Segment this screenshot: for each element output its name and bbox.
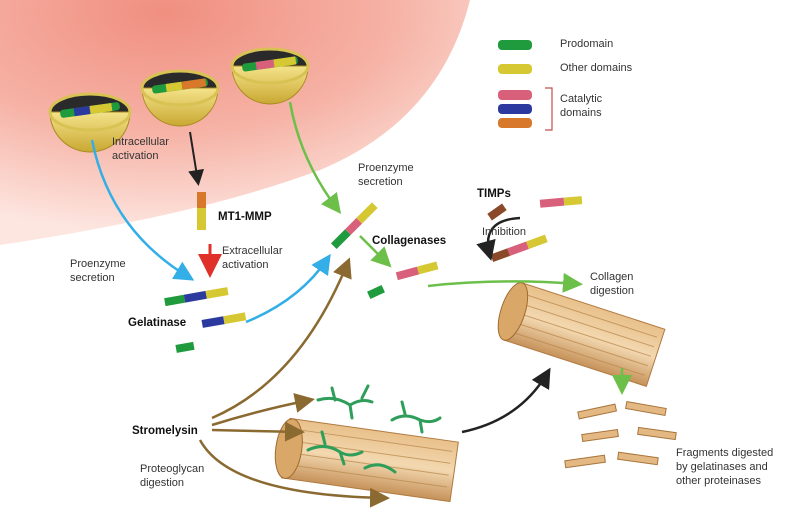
timps-molecules [487,196,583,263]
label-proenzyme-secretion-mid: Proenzyme secretion [358,162,414,190]
proteoglycan-branches [306,384,442,474]
collagen-fibril-bottom [274,417,459,503]
arrow-inhibition [476,216,521,261]
arrow-fibril-to-collagen [461,367,551,434]
vesicle-3 [230,47,310,105]
collagenase-enzymes [330,202,439,300]
label-collagenases: Collagenases [372,235,447,247]
legend-catalytic-line1: Catalytic [560,93,603,105]
legend-catalytic-domains: Catalytic domains [560,93,602,121]
arrow-stromelysin-up [211,257,352,420]
proteoglycan-line1: Proteoglycan [140,463,205,475]
label-fragments: Fragments digested by gelatinases and ot… [676,447,773,488]
arrow-stromelysin-fibril [211,421,305,442]
collagen-line2: digestion [590,284,635,297]
extracellular-line2: activation [222,258,269,271]
intracellular-line2: activation [112,149,159,162]
label-proenzyme-secretion-left: Proenzyme secretion [70,258,126,286]
fragments-line2: by gelatinases and [676,460,768,473]
proenzyme-mid-line2: secretion [358,175,403,188]
collagen-fibril-right [497,282,666,387]
label-mt1-mmp: MT1-MMP [218,211,272,223]
arrow-intracellular [188,131,205,186]
legend-swatches [498,40,553,131]
fragments-line3: other proteinases [676,474,761,487]
label-proteoglycan-digestion: Proteoglycan digestion [140,463,204,491]
arrow-stromelysin-proteoglycan [211,393,315,427]
label-stromelysin: Stromelysin [132,425,198,437]
label-intracellular-activation: Intracellular activation [112,136,169,164]
arrow-gelatinase-to-collagenase [245,253,331,324]
vesicle-2 [140,69,220,127]
collagen-line1: Collagen [590,271,634,283]
arrow-proteoglycan-digestion [198,439,390,508]
gelatinase-enzymes [164,287,247,353]
label-gelatinase: Gelatinase [128,317,187,329]
arrow-proenzyme-left [90,139,195,281]
proteoglycan-line2: digestion [140,476,185,489]
proenzyme-left-line2: secretion [70,271,115,284]
arrow-collagen-digestion [427,272,583,293]
collagen-fragments [564,400,677,469]
arrow-collagenase [359,235,392,268]
fragments-line1: Fragments digested [676,447,774,459]
label-inhibition: Inhibition [482,226,527,238]
cell-region [0,0,470,245]
vesicle-1 [48,92,132,153]
label-timps: TIMPs [477,188,511,200]
legend-prodomain: Prodomain [560,38,614,50]
intracellular-line1: Intracellular [112,136,169,148]
label-collagen-digestion: Collagen digestion [590,271,634,299]
mt1-mmp-enzyme [197,192,206,230]
proenzyme-mid-line1: Proenzyme [358,162,414,174]
legend-other-domains: Other domains [560,62,633,74]
label-extracellular-activation: Extracellular activation [222,245,283,273]
proenzyme-left-line1: Proenzyme [70,258,126,270]
extracellular-line1: Extracellular [222,245,283,257]
legend-catalytic-line2: domains [560,106,602,119]
arrow-proenzyme-mid [288,101,342,214]
